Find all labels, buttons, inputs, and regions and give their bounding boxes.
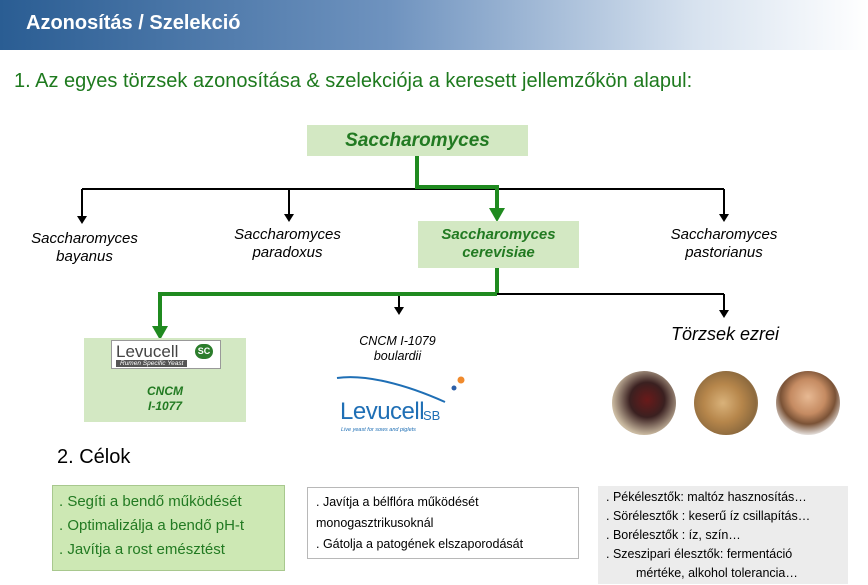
levucell-sb-badge: SB <box>423 408 441 423</box>
goal-item: . Segíti a bendő működését <box>59 493 242 510</box>
goals-box-industry: . Pékélesztők: maltóz hasznosítás… . Sör… <box>598 486 848 584</box>
node-bayanus-genus: Saccharomyces <box>31 230 138 247</box>
header-bar <box>0 0 868 50</box>
node-bayanus-species: bayanus <box>56 248 113 265</box>
cncm-1077-label: CNCM I-1077 <box>84 384 246 414</box>
connector-green-to-levucell-sc <box>158 292 497 330</box>
node-pastorianus-genus: Saccharomyces <box>670 226 778 243</box>
goal-item: . Sörélesztők : keserű íz csillapítás… <box>606 509 811 523</box>
goal-item: . Pékélesztők: maltóz hasznosítás… <box>606 490 807 504</box>
woman-photo <box>776 371 840 435</box>
levucell-sc-logo: Levucell SC Rumen Specific Yeast <box>111 340 221 369</box>
arrow-to-strains <box>719 310 729 318</box>
goal-item: . Javítja a bélflóra működését <box>316 495 479 509</box>
goal-item: . Borélesztők : íz, szín… <box>606 528 741 542</box>
connector-green-to-cerevisiae <box>415 155 499 212</box>
bakery-photo <box>694 371 758 435</box>
goals-box-monogastric: . Javítja a bélflóra működését monogaszt… <box>307 487 579 559</box>
node-paradoxus-genus: Saccharomyces <box>234 226 341 243</box>
levucell-sc-wordmark: Levucell <box>116 342 179 361</box>
arrow-to-paradoxus <box>284 214 294 222</box>
section-2-heading: 2. Célok <box>57 446 131 468</box>
other-strains-label: Törzsek ezrei <box>671 324 780 344</box>
arrow-to-boulardii <box>394 307 404 315</box>
goals-box-ruminant: . Segíti a bendő működését . Optimalizál… <box>52 485 285 571</box>
goal-item: monogasztrikusoknál <box>316 516 434 530</box>
node-pastorianus: Saccharomyces pastorianus <box>650 226 798 262</box>
node-cerevisiae-species: cerevisiae <box>462 244 535 261</box>
goal-item: . Javítja a rost emésztést <box>59 541 225 558</box>
wine-bread-photo <box>612 371 676 435</box>
root-node-box <box>307 125 528 156</box>
levucell-sb-logo-swoosh <box>336 376 465 403</box>
levucell-sc-tagline: Rumen Specific Yeast <box>116 360 188 367</box>
slide-title: Azonosítás / Szelekció <box>26 12 241 34</box>
goal-item: mértéke, alkohol tolerancia… <box>636 566 798 580</box>
arrow-to-pastorianus <box>719 214 729 222</box>
root-node-label: Saccharomyces <box>345 130 490 151</box>
section-1-heading: 1. Az egyes törzsek azonosítása & szelek… <box>14 70 693 92</box>
cncm-1079-line1: CNCM I-1079 <box>359 334 436 348</box>
node-cerevisiae-genus: Saccharomyces <box>441 226 556 243</box>
node-paradoxus: Saccharomyces paradoxus <box>215 226 360 262</box>
cncm-1077-line1: CNCM <box>147 384 183 398</box>
levucell-sb-wordmark: Levucell <box>340 398 425 425</box>
node-pastorianus-species: pastorianus <box>685 244 763 261</box>
goal-item: . Szeszipari élesztők: fermentáció <box>606 547 793 561</box>
arrow-to-levucell-sc <box>152 326 168 340</box>
node-cerevisiae-box <box>418 221 579 268</box>
goal-item: . Gátolja a patogének elszaporodását <box>316 537 524 551</box>
node-cerevisiae: Saccharomyces cerevisiae <box>418 226 579 262</box>
cncm-1079-label: CNCM I-1079 boulardii <box>335 334 460 364</box>
levucell-sc-badge: SC <box>195 344 213 359</box>
cncm-1077-line2: I-1077 <box>147 399 183 413</box>
node-paradoxus-species: paradoxus <box>252 244 323 261</box>
goal-item: . Optimalizálja a bendő pH-t <box>59 517 245 534</box>
cncm-1079-line2: boulardii <box>373 349 422 363</box>
arrow-to-cerevisiae <box>489 208 505 222</box>
arrow-to-bayanus <box>77 216 87 224</box>
node-bayanus: Saccharomyces bayanus <box>12 230 157 266</box>
levucell-sb-tagline: Live yeast for sows and piglets <box>341 427 416 433</box>
